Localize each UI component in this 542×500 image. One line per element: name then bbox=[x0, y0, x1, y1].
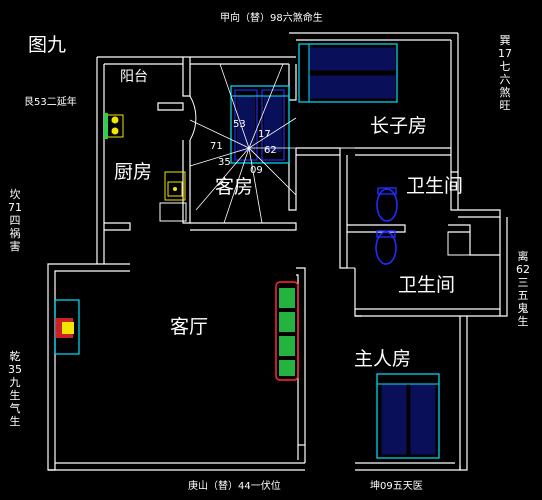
tv-cabinet bbox=[54, 299, 80, 355]
wall-center-vertical-2 bbox=[288, 148, 297, 211]
wall-son-bottom-right bbox=[355, 147, 451, 156]
wall-bath1-right bbox=[450, 172, 501, 218]
wall-bottom bbox=[48, 462, 305, 471]
sofa bbox=[275, 281, 299, 381]
wall-bath2-bottom bbox=[355, 308, 500, 317]
wall-kitchen-right bbox=[182, 57, 191, 97]
wall-kitchen-partition bbox=[182, 140, 191, 224]
guest-bed bbox=[230, 85, 290, 164]
toilet-1 bbox=[376, 187, 398, 222]
wall-bath2-right bbox=[499, 217, 508, 317]
center-num-17: 17 bbox=[258, 129, 271, 140]
room-kitchen: 厨房 bbox=[114, 161, 153, 183]
wall-bath-divider bbox=[347, 224, 406, 233]
sink bbox=[159, 171, 187, 222]
center-num-35: 35 bbox=[218, 157, 231, 168]
wall-kitchen-bottom bbox=[104, 222, 131, 231]
compass-top: 甲向（替）98六煞命生 bbox=[220, 13, 323, 24]
wall-balcony bbox=[157, 102, 184, 111]
room-balcony: 阳台 bbox=[120, 69, 148, 85]
compass-bottom-right: 坤09五天医 bbox=[370, 481, 423, 492]
room-bathroom-1: 卫生间 bbox=[406, 175, 464, 197]
door-kitchen bbox=[189, 95, 197, 141]
wall-son-top bbox=[289, 32, 458, 41]
center-num-62: 62 bbox=[264, 145, 277, 156]
wall-son-bottom bbox=[296, 147, 340, 156]
center-num-09: 09 bbox=[250, 165, 263, 176]
wall-center-vertical bbox=[288, 64, 297, 101]
stove bbox=[104, 113, 124, 139]
wall-bath-left bbox=[339, 148, 348, 269]
wall-master-left bbox=[354, 268, 362, 317]
wall-son-right bbox=[450, 33, 459, 173]
son-bed bbox=[298, 43, 398, 103]
room-master: 主人房 bbox=[354, 348, 412, 370]
wall-kitchen-left bbox=[96, 57, 105, 264]
doors bbox=[189, 95, 355, 269]
compass-rays bbox=[189, 63, 297, 224]
master-bed bbox=[376, 373, 440, 459]
center-num-53: 53 bbox=[233, 119, 246, 130]
compass-left-vertical: 坎71四祸害 bbox=[8, 188, 22, 253]
wall-left bbox=[47, 296, 56, 471]
wall-kitchen-top bbox=[97, 56, 183, 65]
wall-master-right bbox=[459, 316, 468, 471]
room-guest: 客房 bbox=[215, 176, 254, 198]
compass-left-vertical-lower: 乾35九生气生 bbox=[8, 350, 22, 428]
compass-bottom-left: 庚山（替）44一伏位 bbox=[188, 481, 281, 492]
compass-right-lower-vertical: 离62三五鬼生 bbox=[516, 250, 530, 328]
wall-guest-top bbox=[183, 56, 296, 65]
wall-living-top bbox=[190, 222, 297, 231]
toilet-2 bbox=[375, 230, 471, 265]
compass-left-upper: 艮53二延年 bbox=[24, 97, 77, 108]
wall-bottom-right bbox=[355, 462, 461, 471]
compass-right-upper-vertical: 巽17七六煞旺 bbox=[498, 34, 512, 112]
figure-label: 图九 bbox=[28, 34, 67, 56]
wall-bath2-notch bbox=[469, 232, 500, 256]
wall-living-right bbox=[296, 267, 306, 463]
room-elder-son: 长子房 bbox=[370, 115, 428, 137]
center-num-71: 71 bbox=[210, 141, 223, 152]
wall-left-upper bbox=[47, 263, 130, 296]
wall-bath-divider-2 bbox=[448, 224, 471, 233]
room-bathroom-2: 卫生间 bbox=[398, 274, 456, 296]
walls bbox=[47, 32, 508, 471]
room-living: 客厅 bbox=[170, 316, 209, 338]
